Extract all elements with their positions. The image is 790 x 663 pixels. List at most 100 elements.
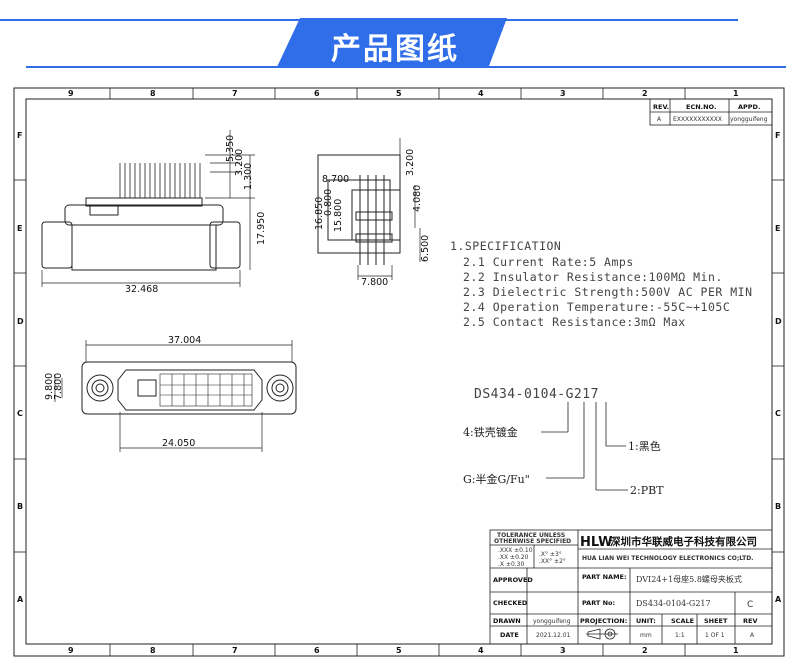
part-code-breakdown: DS434-0104-G217 4:铁壳镀金 G:半金G/Fu" 1:黑色 2:… — [463, 387, 664, 497]
spec-item-dielectric: 2.3 Dielectric Strength:500V AC PER MIN — [463, 285, 753, 299]
banner-tab — [277, 18, 507, 67]
zone-col-6-bottom: 6 — [314, 646, 320, 655]
side-view-dimensions: 3.200 8.700 16.850 0.800 15.800 4.080 6.… — [314, 149, 431, 288]
checked-label: CHECKED — [493, 599, 528, 607]
part-code-label-shell: 4:铁壳镀金 — [463, 425, 518, 439]
banner-rule-bottom — [26, 66, 786, 68]
dim-7800-b: 7.800 — [53, 373, 64, 400]
tolerance-right-2: .XX° ±2° — [539, 558, 566, 565]
tolerance-left-1: .XXX ±0.10 — [498, 547, 533, 554]
zone-col-1: 1 — [733, 89, 739, 98]
zone-col-2-bottom: 2 — [642, 646, 648, 655]
rev-value-ecn: EXXXXXXXXXXX — [673, 116, 722, 123]
zone-row-d: D — [17, 317, 24, 326]
dim-3200-a: 3.200 — [234, 149, 245, 176]
zone-row-f-right: F — [775, 131, 780, 140]
zone-col-1-bottom: 1 — [733, 646, 739, 655]
dim-6500: 6.500 — [420, 235, 431, 262]
part-no-label: PART No: — [582, 599, 615, 607]
zone-row-b-right: B — [775, 502, 781, 511]
zone-col-5: 5 — [396, 89, 402, 98]
connector-top-view — [41, 130, 255, 287]
zone-col-9-bottom: 9 — [68, 646, 74, 655]
zone-col-7: 7 — [232, 89, 238, 98]
zone-row-e: E — [17, 224, 22, 233]
projection-symbol-icon — [586, 628, 618, 640]
zone-row-b: B — [17, 502, 23, 511]
rev-header-ecn: ECN.NO. — [686, 103, 716, 111]
zone-row-labels-right: F E D C B A — [775, 131, 782, 604]
spec-item-temperature: 2.4 Operation Temperature:-55C~+105C — [463, 300, 730, 314]
rev-label: REV — [743, 617, 757, 625]
tolerance-right-1: .X° ±3° — [539, 551, 562, 558]
revision-table: REV. ECN.NO. APPD. A EXXXXXXXXXXX yonggu… — [649, 98, 773, 126]
dim-15800: 15.800 — [333, 199, 344, 232]
dim-8700: 8.700 — [322, 174, 349, 185]
zone-row-labels-left: F E D C B A — [17, 131, 24, 604]
connector-front-view — [54, 340, 297, 452]
zone-column-labels-top: 9 8 7 6 5 4 3 2 1 — [68, 89, 739, 98]
dim-9800: 9.800 — [44, 373, 55, 400]
tolerance-left-2: .XX ±0.20 — [498, 554, 529, 561]
connector-side-view — [317, 138, 421, 280]
rev-header-appd: APPD. — [738, 103, 760, 111]
rev-value-rev: A — [657, 116, 662, 123]
title-block: TOLERANCE UNLESS OTHERWISE SPECIFIED .XX… — [489, 529, 773, 645]
company-logo: HLW — [580, 535, 613, 550]
zone-row-e-right: E — [775, 224, 780, 233]
revision-letter: C — [747, 600, 753, 610]
rev-value: A — [750, 632, 755, 639]
scale-label: SCALE — [671, 617, 694, 625]
dim-37004: 37.004 — [168, 335, 201, 346]
rev-header-rev: REV. — [653, 103, 669, 111]
date-value: 2021.12.01 — [536, 632, 571, 639]
front-view-dimensions: 37.004 9.800 7.800 24.050 — [44, 335, 201, 449]
part-code-label-color: 1:黑色 — [628, 439, 661, 453]
unit-label: UNIT: — [636, 617, 656, 625]
dim-5350: 5.350 — [225, 135, 236, 162]
dim-4080: 4.080 — [412, 185, 423, 212]
tolerance-title-2: OTHERWISE SPECIFIED — [494, 538, 571, 545]
part-name-value: DVI24+1母座5.8螺母夹板式 — [636, 574, 742, 584]
dim-24050: 24.050 — [162, 438, 195, 449]
zone-row-c-right: C — [775, 409, 781, 418]
company-name-cn: 深圳市华联威电子科技有限公司 — [610, 535, 757, 548]
part-code-label-plating: G:半金G/Fu" — [463, 472, 530, 486]
zone-col-9: 9 — [68, 89, 74, 98]
projection-label: PROJECTION: — [580, 617, 627, 625]
dim-16850: 16.850 — [314, 197, 325, 230]
sheet-label: SHEET — [704, 617, 728, 625]
spec-item-current: 2.1 Current Rate:5 Amps — [463, 255, 634, 269]
dim-1300: 1.300 — [243, 163, 254, 190]
zone-col-3-bottom: 3 — [560, 646, 566, 655]
sheet-value: 1 OF 1 — [705, 632, 725, 639]
rev-value-appd: yongguifeng — [730, 116, 768, 123]
zone-column-labels-bottom: 9 8 7 6 5 4 3 2 1 — [68, 646, 739, 655]
part-name-label: PART NAME: — [582, 573, 627, 581]
zone-row-a-right: A — [775, 595, 782, 604]
drawn-value: yongguifeng — [533, 618, 571, 625]
spec-item-insulator: 2.2 Insulator Resistance:100MΩ Min. — [463, 270, 723, 284]
zone-row-c: C — [17, 409, 23, 418]
top-view-dimensions: 5.350 3.200 1.300 17.950 32.468 — [125, 135, 267, 295]
zone-col-8: 8 — [150, 89, 156, 98]
zone-col-2: 2 — [642, 89, 648, 98]
tolerance-title-1: TOLERANCE UNLESS — [497, 532, 565, 539]
dim-7800-a: 7.800 — [361, 277, 388, 288]
zone-col-4-bottom: 4 — [478, 646, 484, 655]
spec-item-contact: 2.5 Contact Resistance:3mΩ Max — [463, 315, 686, 329]
banner-title: 产品图纸 — [331, 32, 459, 67]
zone-col-5-bottom: 5 — [396, 646, 402, 655]
drawn-label: DRAWN — [493, 617, 521, 625]
zone-row-a: A — [17, 595, 24, 604]
dim-17950: 17.950 — [256, 212, 267, 245]
spec-title: 1.SPECIFICATION — [450, 239, 561, 253]
specification-block: 1.SPECIFICATION 2.1 Current Rate:5 Amps … — [450, 239, 753, 329]
part-code-number: DS434-0104-G217 — [474, 387, 599, 402]
zone-col-7-bottom: 7 — [232, 646, 238, 655]
zone-ticks — [14, 88, 784, 656]
tolerance-left-3: .X ±0.30 — [498, 561, 524, 568]
drawing-outer-frame — [13, 87, 785, 657]
dim-0800: 0.800 — [323, 189, 334, 216]
